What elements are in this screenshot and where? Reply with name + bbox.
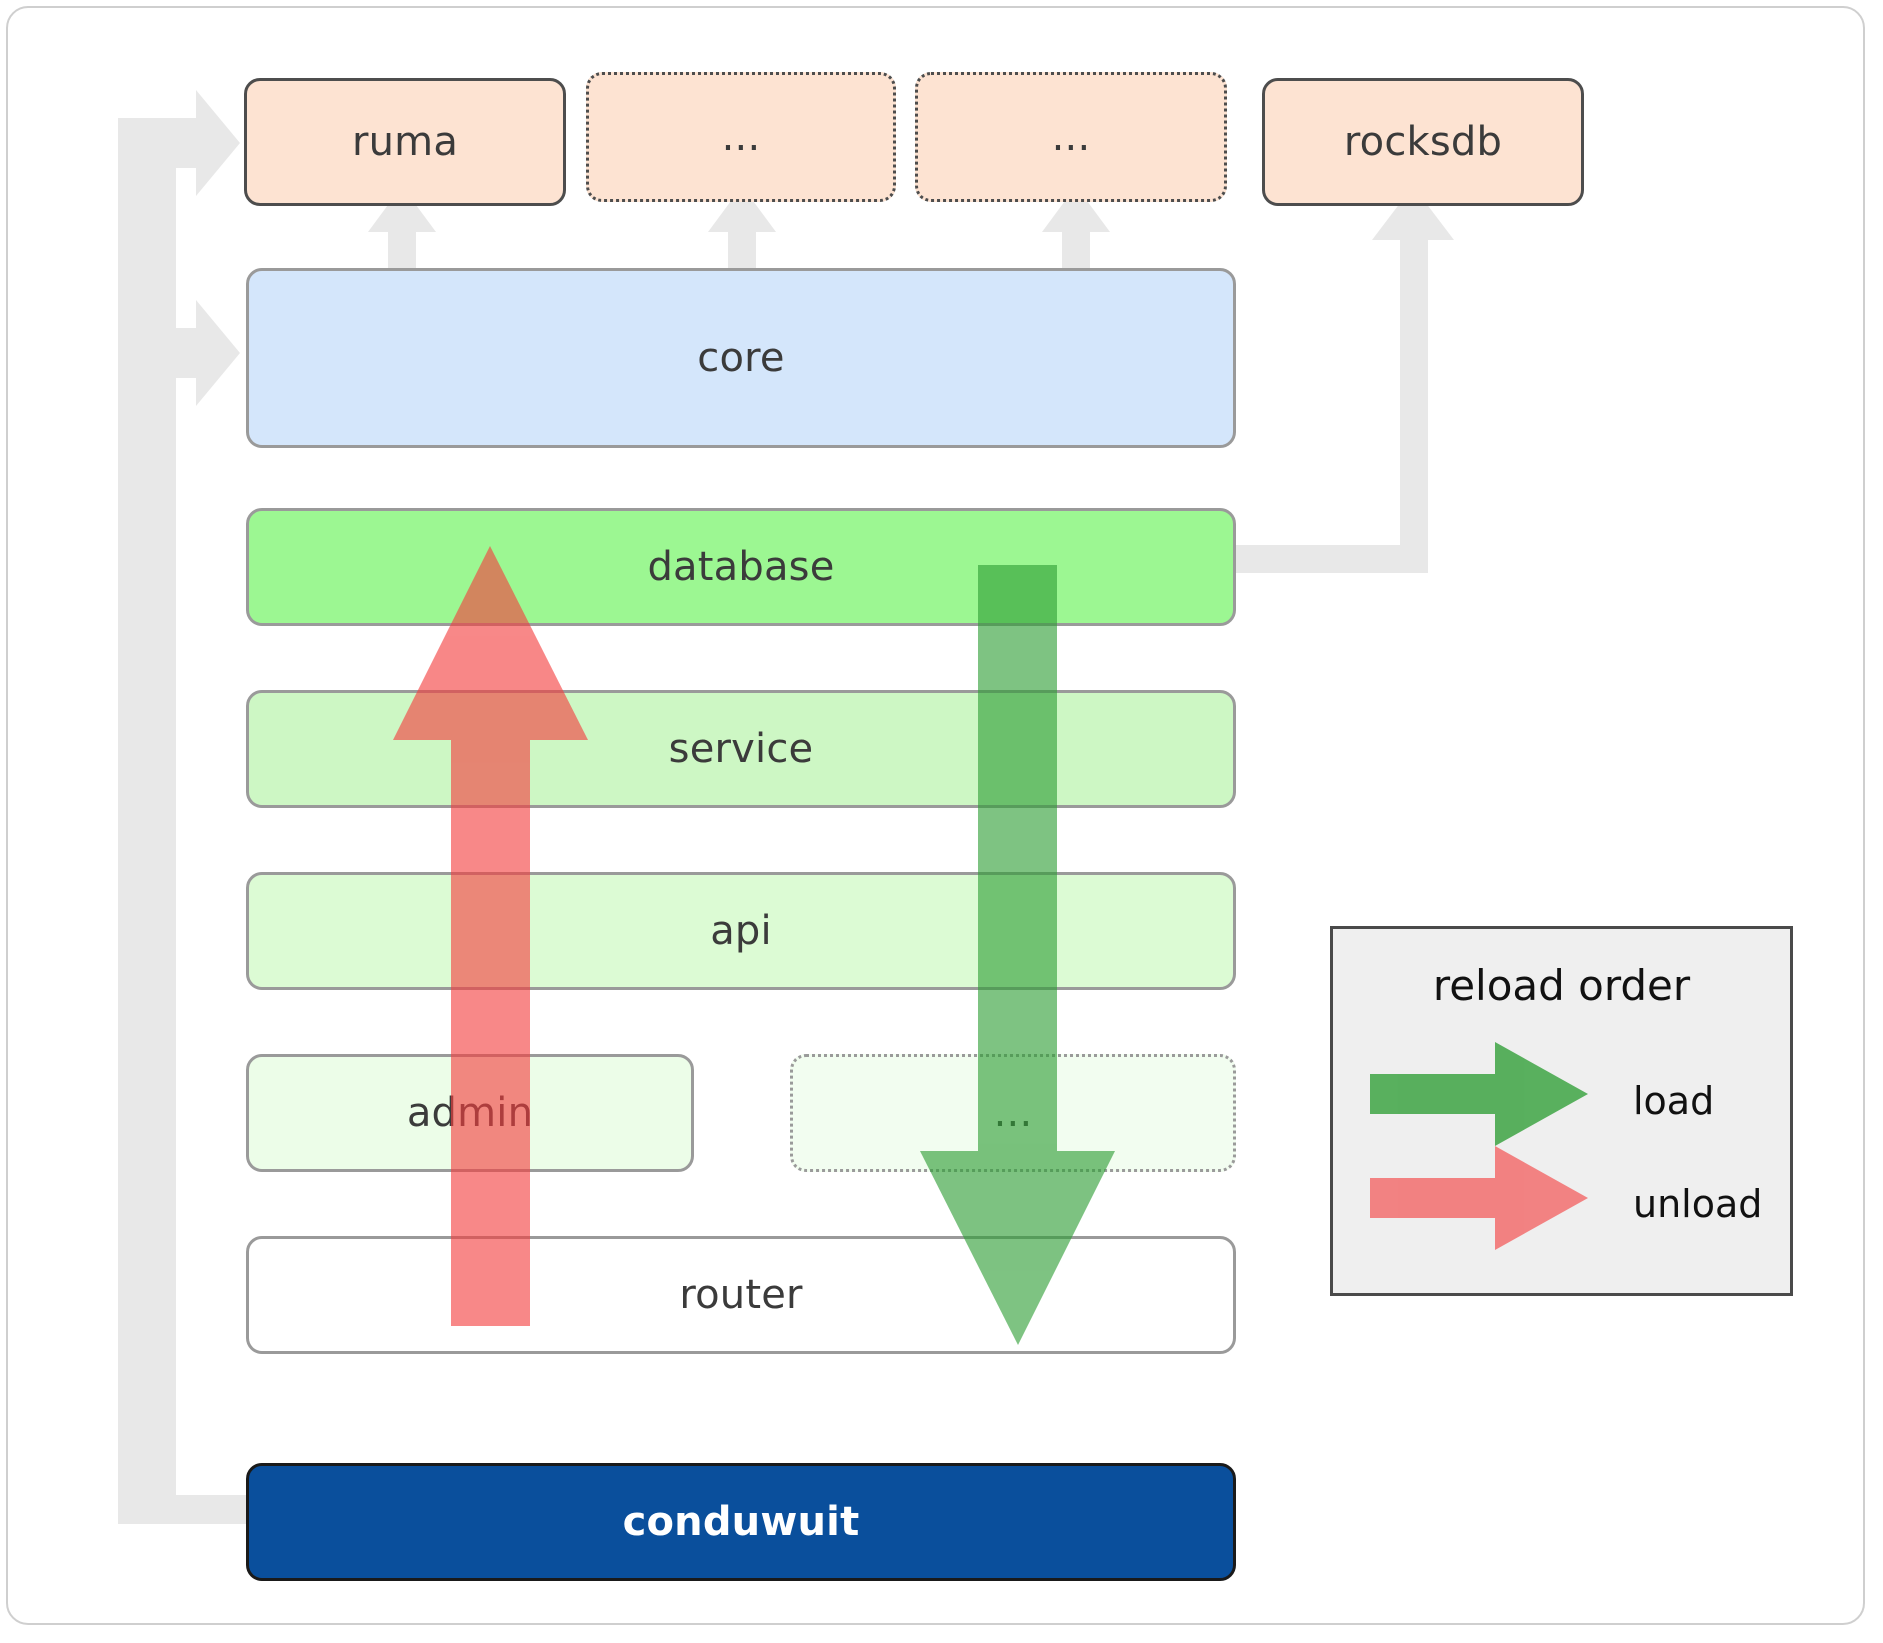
- dependency-box-ruma-label: ruma: [351, 119, 459, 165]
- unload-arrow-icon: [1370, 1146, 1588, 1250]
- layer-box-database[interactable]: database: [246, 508, 1236, 626]
- application-box-conduwuit-label: conduwuit: [622, 1499, 860, 1545]
- layer-box-admin[interactable]: admin: [246, 1054, 694, 1172]
- layer-box-admin-label: admin: [406, 1090, 534, 1136]
- legend-title: reload order: [1432, 961, 1691, 1010]
- layer-box-core-label: core: [697, 335, 785, 381]
- layer-box-database-label: database: [647, 544, 835, 590]
- layer-box-api-label: api: [710, 908, 772, 954]
- layer-box-service[interactable]: service: [246, 690, 1236, 808]
- dependency-box-ellipsis-1-label: ...: [721, 114, 761, 160]
- layer-box-api[interactable]: api: [246, 872, 1236, 990]
- layer-box-core[interactable]: core: [246, 268, 1236, 448]
- diagram-frame: [6, 6, 1865, 1625]
- layer-box-service-label: service: [668, 726, 814, 772]
- layer-box-ellipsis[interactable]: ...: [790, 1054, 1236, 1172]
- layer-box-router-label: router: [679, 1272, 803, 1318]
- legend-arrow-icons: [1370, 1042, 1588, 1250]
- dependency-box-ellipsis-2-label: ...: [1051, 114, 1091, 160]
- legend-label-load: load: [1633, 1079, 1715, 1123]
- dependency-box-ellipsis-2[interactable]: ...: [915, 72, 1227, 202]
- load-arrow-icon: [1370, 1042, 1588, 1146]
- layer-box-ellipsis-label: ...: [993, 1090, 1033, 1136]
- dependency-box-rocksdb-label: rocksdb: [1343, 119, 1503, 165]
- dependency-box-rocksdb[interactable]: rocksdb: [1262, 78, 1584, 206]
- legend-label-unload: unload: [1633, 1182, 1763, 1226]
- layer-box-router[interactable]: router: [246, 1236, 1236, 1354]
- application-box-conduwuit[interactable]: conduwuit: [246, 1463, 1236, 1581]
- dependency-box-ellipsis-1[interactable]: ...: [586, 72, 896, 202]
- legend-panel: reload order load unload: [1330, 926, 1793, 1296]
- dependency-box-ruma[interactable]: ruma: [244, 78, 566, 206]
